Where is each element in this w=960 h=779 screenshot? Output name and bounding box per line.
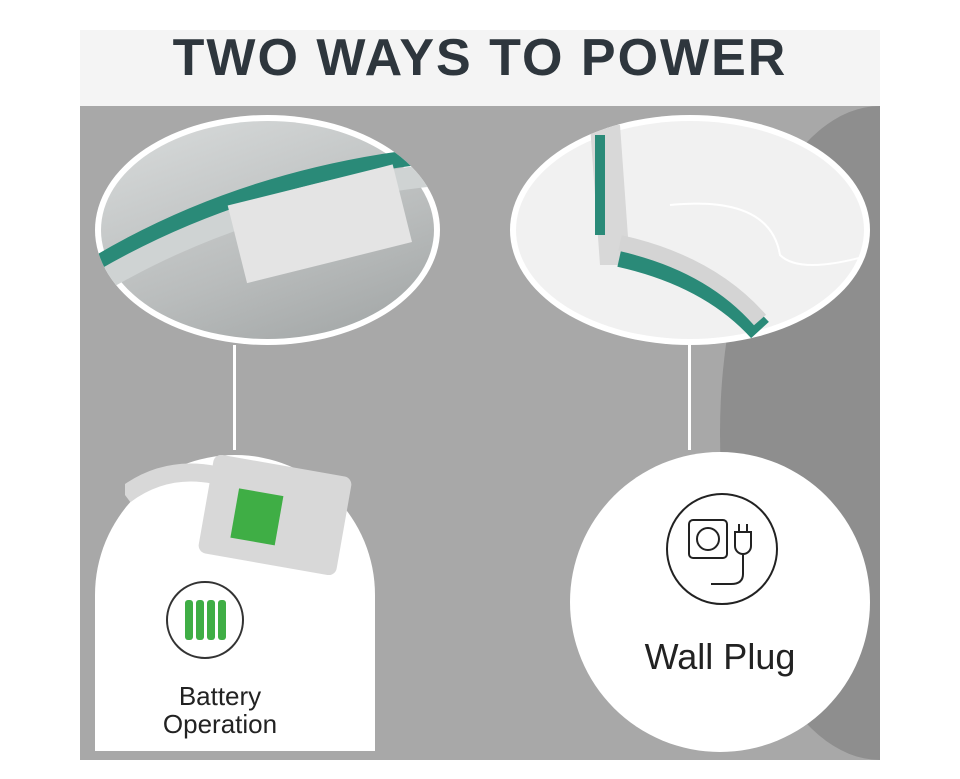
- connector-line: [233, 345, 236, 450]
- page-title: TWO WAYS TO POWER: [172, 29, 788, 87]
- battery-pack-image: [125, 455, 352, 575]
- wall-plug-closeup: [510, 115, 870, 345]
- title-band: [80, 30, 880, 106]
- wall-plug-icon: [666, 493, 778, 605]
- connector-line: [688, 345, 691, 450]
- battery-icon: [166, 581, 244, 659]
- wall-plug-label: Wall Plug: [644, 636, 796, 677]
- wall-plug-card: Wall Plug: [570, 452, 870, 752]
- battery-compartment-closeup: [95, 115, 440, 345]
